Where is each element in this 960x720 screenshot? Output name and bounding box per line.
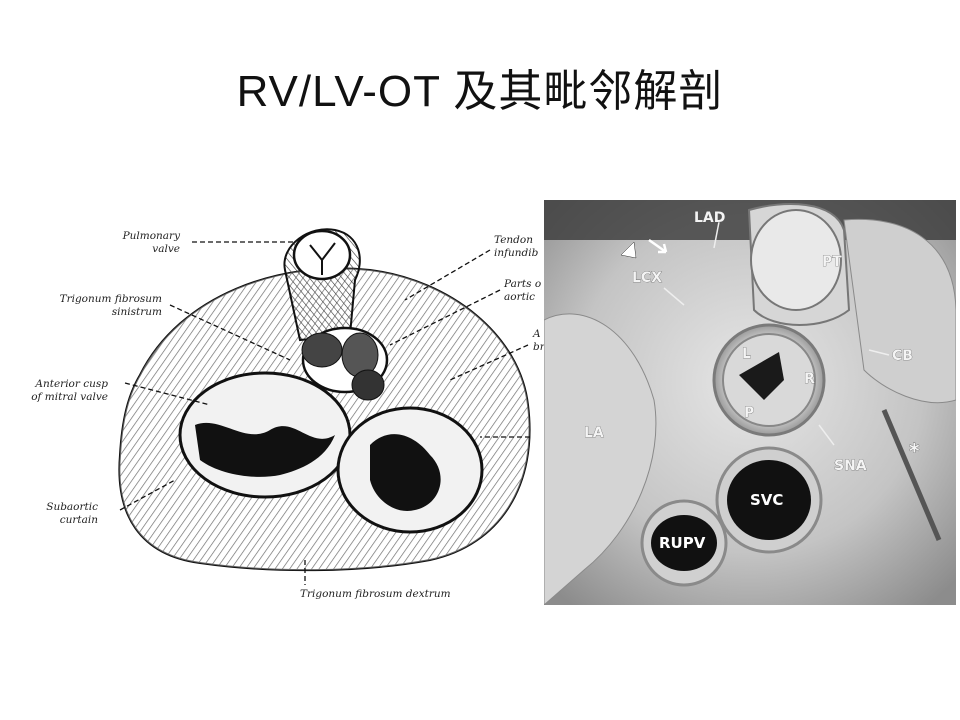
label-parts-2: aortic	[504, 291, 535, 303]
specimen-photo-svg: LAD LCX PT CB L R P LA SNA * SVC RUPV	[543, 200, 957, 607]
label-svc: SVC	[750, 491, 783, 509]
pulmonary-valve-opening	[292, 229, 352, 281]
label-asterisk: *	[909, 439, 920, 463]
label-lcx: LCX	[632, 270, 662, 286]
label-tendon-1: Tendon	[494, 234, 533, 246]
label-trigonum-sinistrum-2: sinistrum	[112, 306, 162, 318]
heart-illustration: Pulmonary valve Trigonum fibrosum sinist…	[10, 225, 546, 610]
label-pulmonary-valve-1: Pulmonary	[122, 230, 182, 242]
label-rupv: RUPV	[659, 534, 706, 552]
heart-illustration-svg: Pulmonary valve Trigonum fibrosum sinist…	[31, 228, 546, 600]
label-p: P	[744, 405, 754, 421]
label-sna: SNA	[834, 458, 867, 474]
label-lad: LAD	[694, 210, 725, 226]
label-tendon-2: infundib	[494, 247, 539, 259]
label-cb: CB	[892, 348, 913, 364]
label-anterior-cusp-1: Anterior cusp	[34, 378, 108, 390]
label-pt: PT	[822, 254, 842, 270]
label-partial-a-1: A	[532, 328, 541, 340]
label-l: L	[742, 346, 751, 362]
label-anterior-cusp-2: of mitral valve	[31, 391, 108, 403]
label-pulmonary-valve-2: valve	[152, 243, 180, 255]
label-subaortic-1: Subaortic	[46, 501, 98, 513]
slide-title: RV/LV-OT 及其毗邻解剖	[236, 67, 724, 116]
label-r: R	[804, 371, 815, 387]
label-partial-a-2: br	[533, 341, 545, 353]
label-la: LA	[584, 425, 604, 441]
label-trigonum-dextrum: Trigonum fibrosum dextrum	[300, 588, 451, 600]
label-trigonum-sinistrum-1: Trigonum fibrosum	[60, 293, 162, 305]
label-parts-1: Parts o	[503, 278, 541, 290]
label-subaortic-2: curtain	[60, 514, 99, 526]
specimen-photo: LAD LCX PT CB L R P LA SNA * SVC RUPV	[543, 200, 957, 607]
